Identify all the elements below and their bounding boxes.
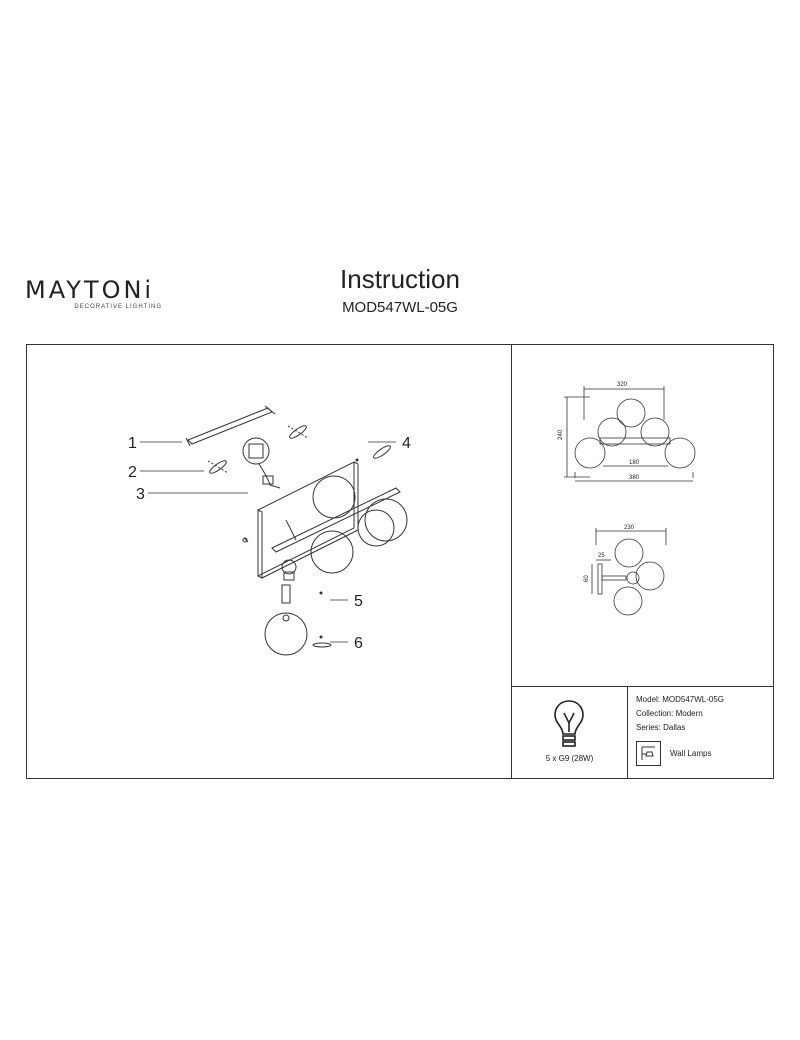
document-title: Instruction bbox=[340, 264, 460, 294]
callout-5: 5 bbox=[354, 593, 363, 610]
front-dimension-drawing: 320 240 180 380 bbox=[558, 382, 696, 482]
dim-side-plate: 60 bbox=[584, 575, 590, 582]
dim-side-offset: 25 bbox=[598, 553, 605, 559]
content-frame bbox=[26, 344, 774, 779]
info-collection: Collection: Modern bbox=[636, 709, 703, 718]
brand-name: MAYTONi bbox=[25, 276, 155, 304]
callout-3: 3 bbox=[136, 486, 145, 503]
info-divider bbox=[627, 686, 628, 779]
frame-divider-vertical bbox=[511, 344, 512, 779]
callout-2: 2 bbox=[128, 464, 137, 481]
dim-side-depth: 230 bbox=[624, 525, 635, 531]
wall-lamp-icon bbox=[636, 741, 661, 766]
callout-6: 6 bbox=[354, 635, 363, 652]
brand-logo: MAYTONi DECORATIVE LIGHTING bbox=[25, 275, 170, 315]
callout-4: 4 bbox=[402, 435, 411, 452]
info-series: Series: Dallas bbox=[636, 723, 686, 732]
dim-front-width-top: 320 bbox=[617, 382, 628, 388]
frame-divider-horizontal bbox=[511, 686, 774, 687]
dim-front-height: 240 bbox=[558, 429, 564, 440]
info-model: Model: MOD547WL-05G bbox=[636, 695, 725, 704]
bulb-icon bbox=[554, 700, 584, 747]
callout-1: 1 bbox=[128, 435, 137, 452]
side-dimension-drawing: 230 25 60 bbox=[584, 525, 667, 616]
bulb-spec: 5 x G9 (28W) bbox=[545, 754, 594, 763]
dim-front-span: 180 bbox=[629, 460, 640, 466]
category-label: Wall Lamps bbox=[670, 749, 712, 758]
dim-front-width-total: 380 bbox=[629, 475, 640, 481]
brand-tagline: DECORATIVE LIGHTING bbox=[74, 304, 162, 310]
model-code: MOD547WL-05G bbox=[342, 299, 458, 316]
assembly-diagram: 1 2 3 4 5 6 bbox=[128, 405, 411, 656]
